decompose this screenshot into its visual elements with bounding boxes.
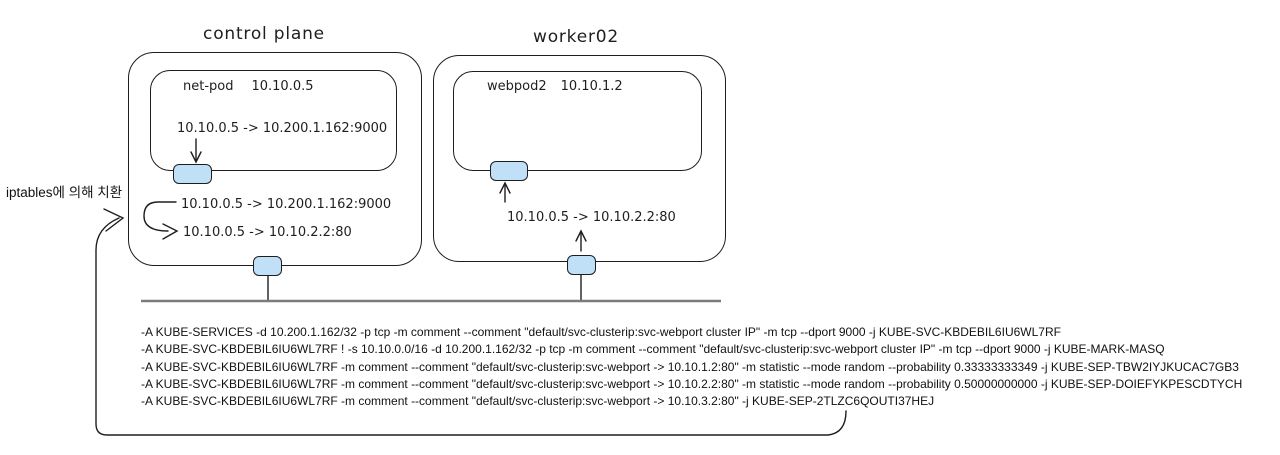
webpod2-veth-box [490,161,528,181]
net-pod-label: net-pod 10.10.0.5 [183,79,314,94]
net-pod-veth-box [173,164,212,184]
iptables-rule: -A KUBE-SVC-KBDEBIL6IU6WL7RF -m comment … [141,394,935,409]
iptables-rule: -A KUBE-SVC-KBDEBIL6IU6WL7RF -m comment … [141,376,1243,391]
worker02-title: worker02 [532,27,620,47]
control-plane-title: control plane [203,24,325,44]
iptables-annotation-label: iptables에 의해 치환 [6,185,123,200]
net-pod-ip: 10.10.0.5 [251,79,314,94]
flow-in-pod-text: 10.10.0.5 -> 10.200.1.162:9000 [177,121,388,136]
webpod2-name: webpod2 [487,79,547,94]
webpod2-label: webpod2 10.10.1.2 [487,79,623,94]
flow-host-translated-text: 10.10.0.5 -> 10.10.2.2:80 [183,225,352,240]
webpod2-ip: 10.10.1.2 [560,79,623,94]
flow-host-original-text: 10.10.0.5 -> 10.200.1.162:9000 [181,197,392,212]
iptables-rule: -A KUBE-SERVICES -d 10.200.1.162/32 -p t… [141,325,1061,339]
flow-incoming-text: 10.10.0.5 -> 10.10.2.2:80 [507,210,676,225]
iptables-rules-block: -A KUBE-SERVICES -d 10.200.1.162/32 -p t… [141,324,1242,410]
webpod2-box [453,71,702,171]
control-plane-host-nic-box [253,256,282,276]
iptables-rule: -A KUBE-SVC-KBDEBIL6IU6WL7RF -m comment … [141,359,1239,374]
net-pod-name: net-pod [183,79,234,94]
worker02-host-nic-box [567,255,596,275]
iptables-rule: -A KUBE-SVC-KBDEBIL6IU6WL7RF ! -s 10.10.… [141,342,1165,357]
